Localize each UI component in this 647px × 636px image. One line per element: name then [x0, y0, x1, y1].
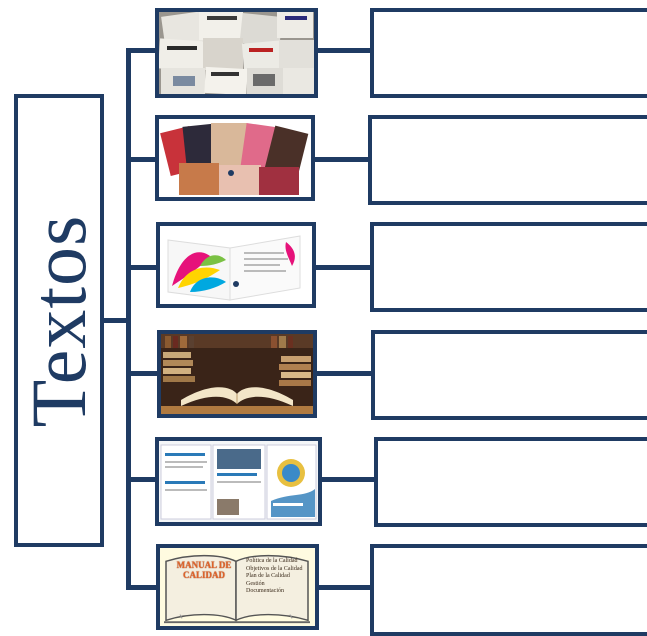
brochure-image	[156, 222, 316, 308]
quality-manual-image: MANUAL DE CALIDAD Política de la Calidad…	[156, 544, 319, 630]
answer-box-2[interactable]	[368, 115, 647, 205]
open-books-image	[157, 330, 317, 418]
branch-line-3	[126, 265, 158, 270]
title-box: Textos	[14, 94, 104, 547]
manual-line: Política de la Calidad	[246, 558, 298, 564]
manual-contents: Política de la Calidad Objetivos de la C…	[246, 558, 314, 596]
manual-line: Objetivos de la Calidad	[246, 565, 303, 572]
branch-line-4	[126, 371, 158, 376]
manual-line: Plan de la Calidad	[246, 573, 290, 579]
magazines-image	[155, 115, 315, 201]
link-line-1	[318, 48, 374, 53]
link-line-3	[316, 265, 372, 270]
link-line-5	[322, 477, 378, 482]
spine-line	[126, 48, 131, 590]
branch-line-6	[126, 585, 158, 590]
branch-line-2	[126, 157, 158, 162]
manual-book-title: MANUAL DE CALIDAD	[176, 560, 232, 580]
title-connector	[104, 318, 130, 323]
link-line-2	[315, 157, 370, 162]
link-line-4	[317, 371, 373, 376]
answer-box-5[interactable]	[374, 437, 647, 527]
answer-box-1[interactable]	[370, 8, 647, 98]
branch-line-1	[126, 48, 158, 53]
link-line-6	[318, 585, 374, 590]
manual-line: Gestión	[246, 580, 265, 587]
triptych-image	[155, 437, 322, 526]
title-text: Textos	[15, 214, 102, 427]
answer-box-3[interactable]	[370, 222, 647, 312]
branch-line-5	[126, 477, 158, 482]
manual-line: Documentación	[246, 588, 284, 594]
newspapers-image	[155, 8, 318, 98]
answer-box-6[interactable]	[370, 544, 647, 636]
answer-box-4[interactable]	[371, 330, 647, 420]
